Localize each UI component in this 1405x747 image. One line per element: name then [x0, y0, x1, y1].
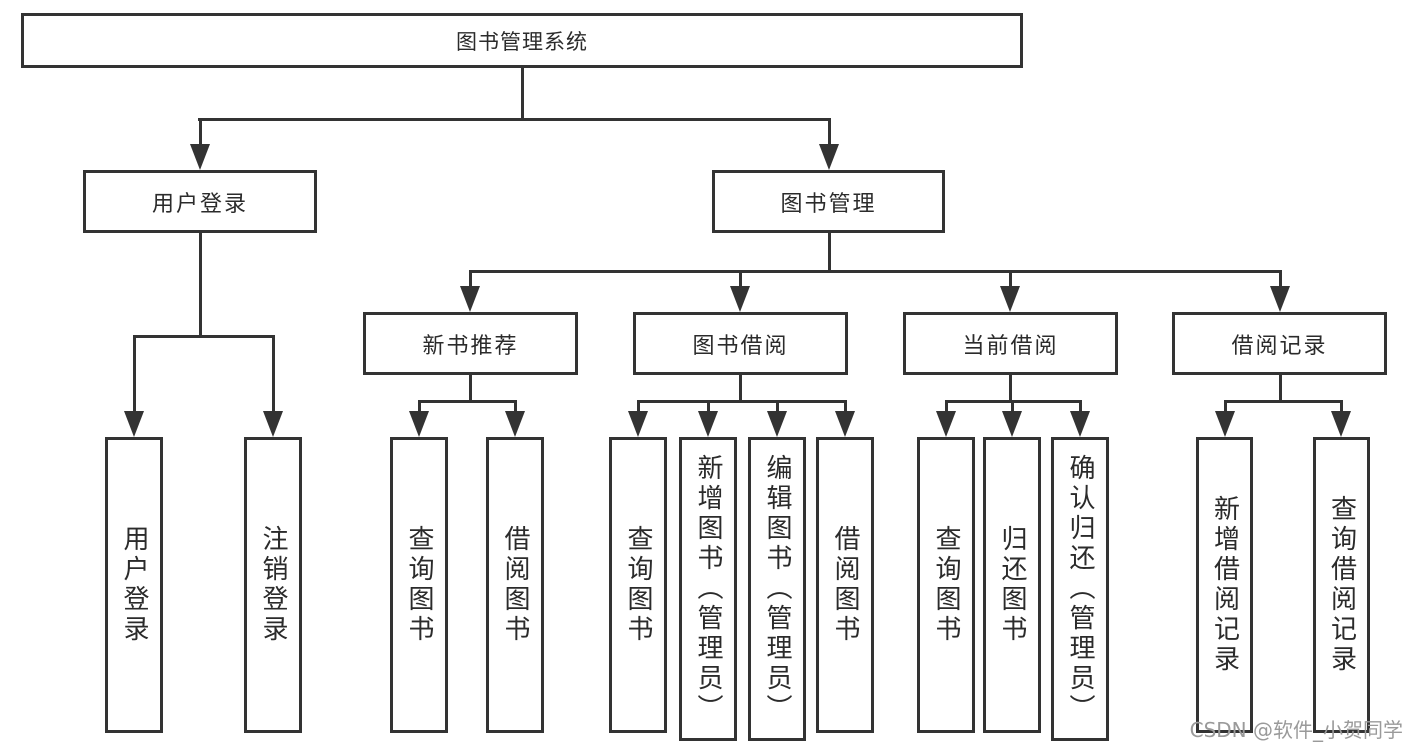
leaf-current-query-books: 查询图书 — [917, 437, 975, 733]
leaf-label: 查询图书 — [623, 525, 653, 645]
node-borrowing-records: 借阅记录 — [1172, 312, 1387, 375]
node-label: 借阅记录 — [1231, 333, 1328, 359]
node-new-book-recommendation: 新书推荐 — [363, 312, 578, 375]
leaf-borrow-edit-books-admin: 编辑图书（管理员） — [748, 437, 806, 741]
connector-borrowing-trunk — [739, 375, 742, 402]
leaf-label: 借阅图书 — [830, 525, 860, 645]
arrowhead-user-login — [190, 144, 210, 170]
connector-drop-borrow-query — [637, 400, 640, 414]
connector-drop-leaf-user-login — [133, 335, 136, 415]
connector-drop-records-query — [1340, 400, 1343, 414]
connector-drop-current-return — [1011, 400, 1014, 414]
arrowhead-leaf-logout — [263, 411, 283, 437]
leaf-current-return-books: 归还图书 — [983, 437, 1041, 733]
connector-drop-borrow-add — [707, 400, 710, 414]
connector-drop-recommend-query — [418, 400, 421, 414]
node-user-login: 用户登录 — [83, 170, 317, 233]
leaf-label: 确认归还（管理员） — [1065, 454, 1095, 724]
connector-recommendation-splitter — [418, 400, 517, 403]
arrowhead-borrow-query — [628, 411, 648, 437]
connector-drop-recommend-borrow — [514, 400, 517, 414]
connector-drop-book-borrowing — [739, 270, 742, 292]
arrowhead-current-confirm — [1070, 411, 1090, 437]
node-label: 图书管理系统 — [456, 29, 588, 54]
arrowhead-current-borrowing — [1000, 286, 1020, 312]
leaf-records-query-record: 查询借阅记录 — [1313, 437, 1370, 733]
connector-recommendation-trunk — [469, 375, 472, 402]
leaf-borrow-borrow-books: 借阅图书 — [816, 437, 874, 733]
arrowhead-borrow-borrow — [835, 411, 855, 437]
connector-records-trunk — [1279, 375, 1282, 402]
node-book-management: 图书管理 — [712, 170, 945, 233]
leaf-label: 查询图书 — [404, 525, 434, 645]
leaf-records-add-record: 新增借阅记录 — [1196, 437, 1253, 733]
leaf-label: 编辑图书（管理员） — [762, 454, 792, 724]
connector-borrowing-splitter — [637, 400, 847, 403]
leaf-borrow-add-books-admin: 新增图书（管理员） — [679, 437, 737, 741]
arrowhead-borrow-add — [698, 411, 718, 437]
leaf-label: 查询借阅记录 — [1326, 495, 1357, 675]
csdn-watermark: CSDN @软件_小贺同学 — [1189, 718, 1403, 742]
leaf-logout: 注销登录 — [244, 437, 302, 733]
leaf-current-confirm-return-admin: 确认归还（管理员） — [1051, 437, 1109, 741]
leaf-label: 用户登录 — [119, 525, 149, 645]
node-book-borrowing: 图书借阅 — [633, 312, 848, 375]
leaf-label: 注销登录 — [258, 525, 288, 645]
leaf-user-login: 用户登录 — [105, 437, 163, 733]
connector-root-splitter — [198, 118, 831, 121]
connector-drop-current-confirm — [1079, 400, 1082, 414]
arrowhead-borrowing-records — [1270, 286, 1290, 312]
arrowhead-records-add — [1215, 411, 1235, 437]
connector-drop-new-book-recommendation — [469, 270, 472, 292]
connector-drop-leaf-logout — [272, 335, 275, 415]
connector-user-login-splitter — [133, 335, 275, 338]
leaf-label: 新增借阅记录 — [1209, 495, 1240, 675]
arrowhead-current-query — [936, 411, 956, 437]
node-label: 当前借阅 — [962, 333, 1059, 359]
leaf-label: 归还图书 — [997, 525, 1027, 645]
arrowhead-book-management — [819, 144, 839, 170]
connector-drop-current-borrowing — [1009, 270, 1012, 292]
arrowhead-current-return — [1002, 411, 1022, 437]
arrowhead-records-query — [1331, 411, 1351, 437]
arrowhead-new-book-recommendation — [460, 286, 480, 312]
leaf-label: 查询图书 — [931, 525, 961, 645]
node-label: 图书管理 — [780, 191, 877, 217]
node-label: 用户登录 — [151, 191, 248, 217]
arrowhead-recommend-query — [409, 411, 429, 437]
connector-root-trunk — [521, 68, 524, 120]
connector-drop-borrow-edit — [776, 400, 779, 414]
connector-book-management-splitter — [469, 270, 1282, 273]
connector-drop-current-query — [945, 400, 948, 414]
connector-drop-borrow-borrow — [844, 400, 847, 414]
node-library-management-system: 图书管理系统 — [21, 13, 1023, 68]
leaf-label: 新增图书（管理员） — [693, 454, 723, 724]
connector-drop-records-add — [1224, 400, 1227, 414]
leaf-label: 借阅图书 — [500, 525, 530, 645]
leaf-recommend-borrow-books: 借阅图书 — [486, 437, 544, 733]
arrowhead-recommend-borrow — [505, 411, 525, 437]
node-label: 新书推荐 — [422, 333, 519, 359]
connector-drop-user-login — [199, 118, 202, 148]
node-label: 图书借阅 — [692, 333, 789, 359]
connector-current-trunk — [1009, 375, 1012, 402]
connector-user-login-trunk — [199, 233, 202, 337]
arrowhead-book-borrowing — [730, 286, 750, 312]
connector-drop-borrowing-records — [1279, 270, 1282, 292]
connector-book-management-trunk — [828, 233, 831, 273]
leaf-recommend-query-books: 查询图书 — [390, 437, 448, 733]
arrowhead-borrow-edit — [767, 411, 787, 437]
connector-drop-book-management — [828, 118, 831, 148]
leaf-borrow-query-books: 查询图书 — [609, 437, 667, 733]
arrowhead-leaf-user-login — [124, 411, 144, 437]
node-current-borrowing: 当前借阅 — [903, 312, 1118, 375]
connector-records-splitter — [1224, 400, 1343, 403]
